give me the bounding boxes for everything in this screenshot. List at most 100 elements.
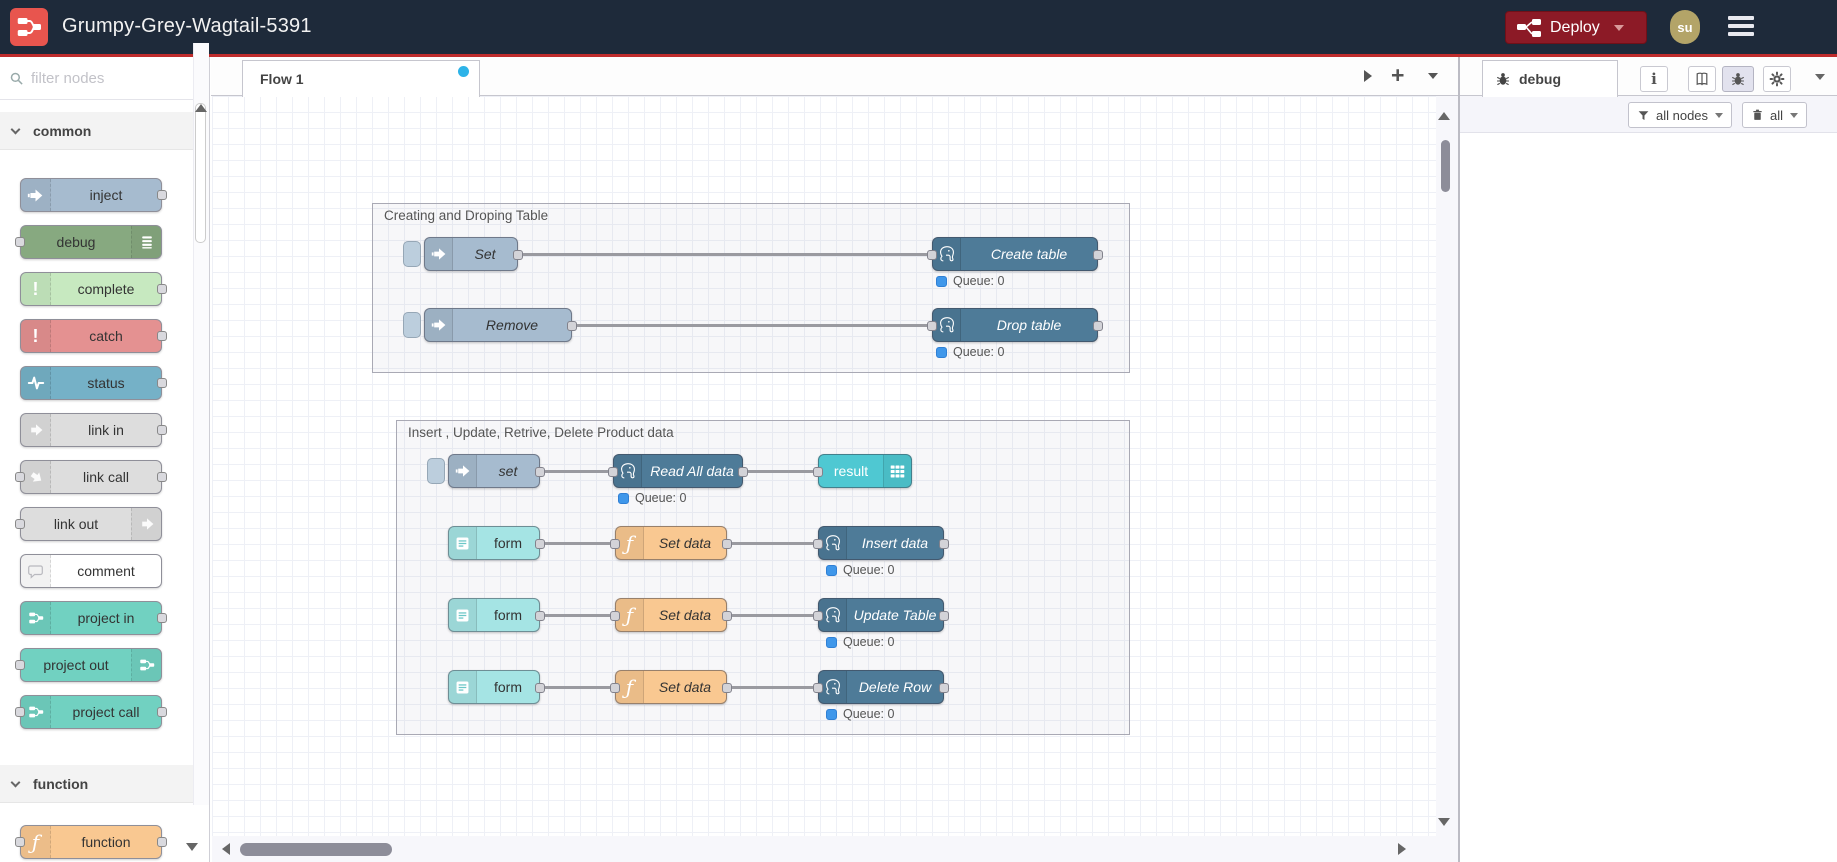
- palette-node-link-out[interactable]: link out: [15, 507, 162, 541]
- palette-scroll-down-icon[interactable]: [186, 843, 198, 851]
- flow-tab[interactable]: Flow 1: [242, 60, 480, 97]
- node-port[interactable]: [535, 683, 545, 693]
- node-port[interactable]: [535, 539, 545, 549]
- node-port[interactable]: [567, 321, 577, 331]
- node-port[interactable]: [939, 683, 949, 693]
- node-port[interactable]: [722, 611, 732, 621]
- node-port[interactable]: [939, 539, 949, 549]
- info-tab-button[interactable]: i: [1640, 66, 1668, 92]
- help-tab-button[interactable]: [1688, 66, 1716, 92]
- node-port[interactable]: [1093, 250, 1103, 260]
- palette-node-debug[interactable]: debug: [15, 225, 162, 259]
- tab-scroll-right-icon[interactable]: [1364, 70, 1372, 82]
- inject-button[interactable]: [403, 241, 421, 267]
- node-port[interactable]: [513, 250, 523, 260]
- debug-tab-button[interactable]: [1722, 66, 1754, 92]
- node-port[interactable]: [722, 683, 732, 693]
- palette-node-project-in[interactable]: project in: [20, 601, 167, 635]
- palette-node-project-out[interactable]: project out: [15, 648, 162, 682]
- deploy-options-chevron-icon[interactable]: [1613, 24, 1624, 31]
- canvas-scroll-up-icon[interactable]: [1438, 112, 1450, 120]
- canvas-scroll-right-icon[interactable]: [1398, 843, 1406, 855]
- node-form[interactable]: form: [448, 598, 545, 632]
- config-tab-button[interactable]: [1763, 66, 1791, 92]
- canvas-vscroll-thumb[interactable]: [1441, 140, 1450, 192]
- node-port[interactable]: [927, 321, 937, 331]
- node-port[interactable]: [157, 331, 167, 341]
- node-port[interactable]: [610, 539, 620, 549]
- node-port[interactable]: [608, 467, 618, 477]
- palette-node-status[interactable]: status: [20, 366, 167, 400]
- palette-scrollbar-thumb[interactable]: [195, 103, 206, 243]
- node-port[interactable]: [157, 425, 167, 435]
- node-debug-result[interactable]: result: [813, 454, 912, 488]
- node-form[interactable]: form: [448, 526, 545, 560]
- node-port[interactable]: [1093, 321, 1103, 331]
- palette-node-comment[interactable]: comment: [20, 554, 162, 588]
- node-port[interactable]: [157, 378, 167, 388]
- node-function-set-data[interactable]: ƒ Set data: [610, 598, 732, 632]
- node-port[interactable]: [157, 190, 167, 200]
- canvas-scroll-down-icon[interactable]: [1438, 818, 1450, 826]
- palette-scroll-up-icon[interactable]: [195, 104, 207, 112]
- node-port[interactable]: [813, 611, 823, 621]
- node-function-set-data[interactable]: ƒ Set data: [610, 526, 732, 560]
- palette-node-inject[interactable]: inject: [20, 178, 167, 212]
- node-port[interactable]: [813, 467, 823, 477]
- flow-list-chevron-icon[interactable]: [1428, 73, 1438, 79]
- node-port[interactable]: [15, 237, 25, 247]
- canvas-scroll-left-icon[interactable]: [222, 843, 230, 855]
- node-port[interactable]: [610, 611, 620, 621]
- node-port[interactable]: [157, 284, 167, 294]
- node-port[interactable]: [157, 837, 167, 847]
- node-inject-set[interactable]: Set: [403, 237, 523, 271]
- palette-node-project-call[interactable]: project call: [15, 695, 167, 729]
- main-menu-button[interactable]: [1728, 16, 1754, 40]
- palette-search[interactable]: [0, 57, 209, 100]
- node-port[interactable]: [15, 660, 25, 670]
- inject-button[interactable]: [403, 312, 421, 338]
- node-port[interactable]: [927, 250, 937, 260]
- node-port[interactable]: [157, 472, 167, 482]
- node-port[interactable]: [939, 611, 949, 621]
- node-port[interactable]: [15, 707, 25, 717]
- add-flow-button[interactable]: +: [1391, 62, 1405, 88]
- user-avatar[interactable]: su: [1670, 10, 1700, 44]
- node-postgresql-drop-table[interactable]: Drop table: [927, 308, 1103, 342]
- node-port[interactable]: [722, 539, 732, 549]
- debug-messages-panel[interactable]: [1460, 133, 1837, 862]
- sidebar-menu-chevron-icon[interactable]: [1815, 74, 1825, 80]
- group-creating-droping-table[interactable]: Creating and Droping Table: [372, 203, 1130, 373]
- palette-search-input[interactable]: [31, 69, 181, 87]
- node-postgresql-update-table[interactable]: Update Table: [813, 598, 949, 632]
- node-function-set-data[interactable]: ƒ Set data: [610, 670, 732, 704]
- node-port[interactable]: [15, 472, 25, 482]
- debug-clear-button[interactable]: all: [1742, 102, 1808, 128]
- node-port[interactable]: [15, 837, 25, 847]
- palette-node-function[interactable]: ƒ function: [15, 825, 167, 859]
- node-inject-remove[interactable]: Remove: [403, 308, 577, 342]
- sidebar-splitter[interactable]: [1458, 57, 1460, 862]
- node-postgresql-create-table[interactable]: Create table: [927, 237, 1103, 271]
- node-port[interactable]: [610, 683, 620, 693]
- node-form[interactable]: form: [448, 670, 545, 704]
- deploy-button[interactable]: Deploy: [1505, 11, 1647, 44]
- node-port[interactable]: [157, 613, 167, 623]
- node-postgresql-delete-row[interactable]: Delete Row: [813, 670, 949, 704]
- canvas-hscroll-thumb[interactable]: [240, 843, 392, 856]
- node-postgresql-read-all-data[interactable]: Read All data: [608, 454, 748, 488]
- node-port[interactable]: [813, 683, 823, 693]
- palette-node-link-in[interactable]: link in: [20, 413, 167, 447]
- inject-button[interactable]: [427, 458, 445, 484]
- sidebar-tab-debug[interactable]: debug: [1482, 60, 1618, 97]
- node-port[interactable]: [813, 539, 823, 549]
- node-port[interactable]: [738, 467, 748, 477]
- node-postgresql-insert-data[interactable]: Insert data: [813, 526, 949, 560]
- node-port[interactable]: [15, 519, 25, 529]
- palette-category-common[interactable]: common: [0, 112, 209, 150]
- node-port[interactable]: [157, 707, 167, 717]
- node-port[interactable]: [535, 467, 545, 477]
- palette-node-link-call[interactable]: link call: [15, 460, 167, 494]
- debug-filter-button[interactable]: all nodes: [1628, 102, 1733, 128]
- node-inject-set-lower[interactable]: set: [427, 454, 545, 488]
